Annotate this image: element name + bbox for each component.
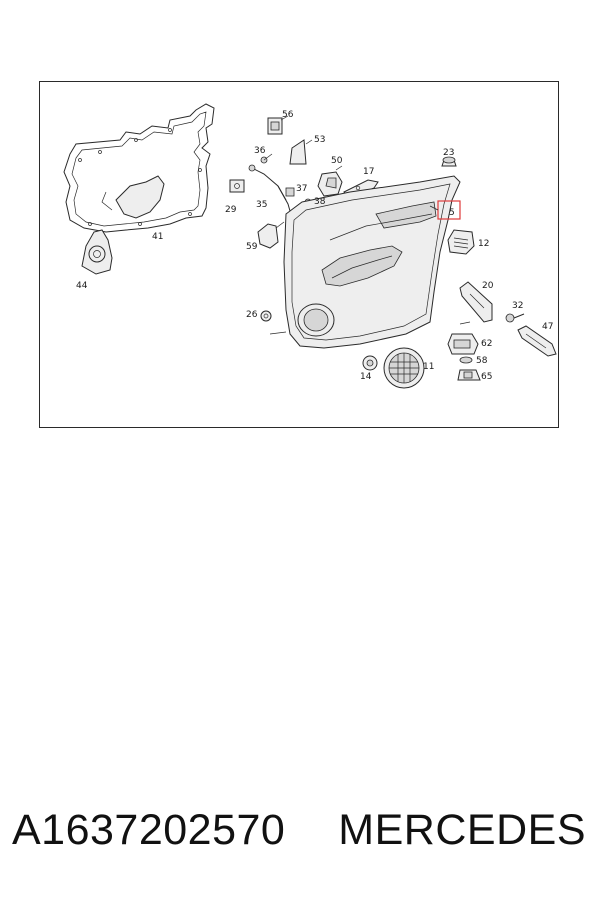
part-56-clip — [267, 115, 289, 135]
part-12-vent-grille — [447, 229, 475, 255]
part-47-trim-strip — [517, 325, 557, 357]
callout-56: 56 — [282, 110, 294, 120]
callout-65: 65 — [481, 372, 492, 382]
part-44-bracket — [81, 229, 113, 275]
callout-35: 35 — [256, 200, 267, 210]
part-50-handle-bezel — [317, 165, 343, 197]
part-14-tweeter — [362, 355, 378, 371]
callout-26: 26 — [246, 310, 258, 320]
part-53-mirror-trim — [289, 139, 313, 165]
callout-23: 23 — [443, 148, 454, 158]
callout-5: 5 — [449, 208, 455, 218]
part-5-highlight-box — [429, 200, 461, 220]
part-29-clip — [229, 179, 245, 193]
callout-36: 36 — [254, 146, 266, 156]
callout-32: 32 — [512, 301, 523, 311]
callout-62: 62 — [481, 339, 492, 349]
part-number: A1637202570 — [12, 806, 286, 854]
callout-29: 29 — [225, 205, 237, 215]
parts-diagram: 41 44 56 53 36 50 17 23 29 35 37 38 5 59… — [39, 81, 559, 428]
door-trim-panel — [269, 175, 461, 349]
brand-name: MERCEDES — [338, 806, 586, 854]
callout-44: 44 — [76, 281, 88, 291]
callout-17: 17 — [363, 167, 374, 177]
callout-41: 41 — [152, 232, 163, 242]
part-20-rail — [459, 281, 493, 323]
part-58-bulb — [459, 356, 473, 364]
callout-50: 50 — [331, 156, 343, 166]
callout-59: 59 — [246, 242, 258, 252]
part-65-lamp — [457, 369, 481, 381]
part-23-push-nut — [441, 156, 457, 167]
product-footer: A1637202570 MERCEDES — [0, 800, 600, 860]
part-11-speaker-grille — [383, 347, 425, 389]
callout-37: 37 — [296, 184, 307, 194]
part-41-door-seal — [63, 103, 215, 233]
part-35-rod — [277, 185, 287, 201]
part-62-lamp-housing — [447, 321, 479, 355]
part-32-screw — [505, 313, 525, 323]
callout-12: 12 — [478, 239, 489, 249]
callout-20: 20 — [482, 281, 494, 291]
callout-38: 38 — [314, 197, 326, 207]
callout-58: 58 — [476, 356, 488, 366]
callout-11: 11 — [423, 362, 434, 372]
part-59-bracket — [257, 221, 285, 249]
callout-47: 47 — [542, 322, 553, 332]
callout-53: 53 — [314, 135, 325, 145]
part-37-fastener — [285, 187, 295, 197]
exploded-view-drawing: 41 44 56 53 36 50 17 23 29 35 37 38 5 59… — [63, 103, 557, 389]
part-26-clip — [260, 310, 272, 322]
callout-14: 14 — [360, 372, 372, 382]
